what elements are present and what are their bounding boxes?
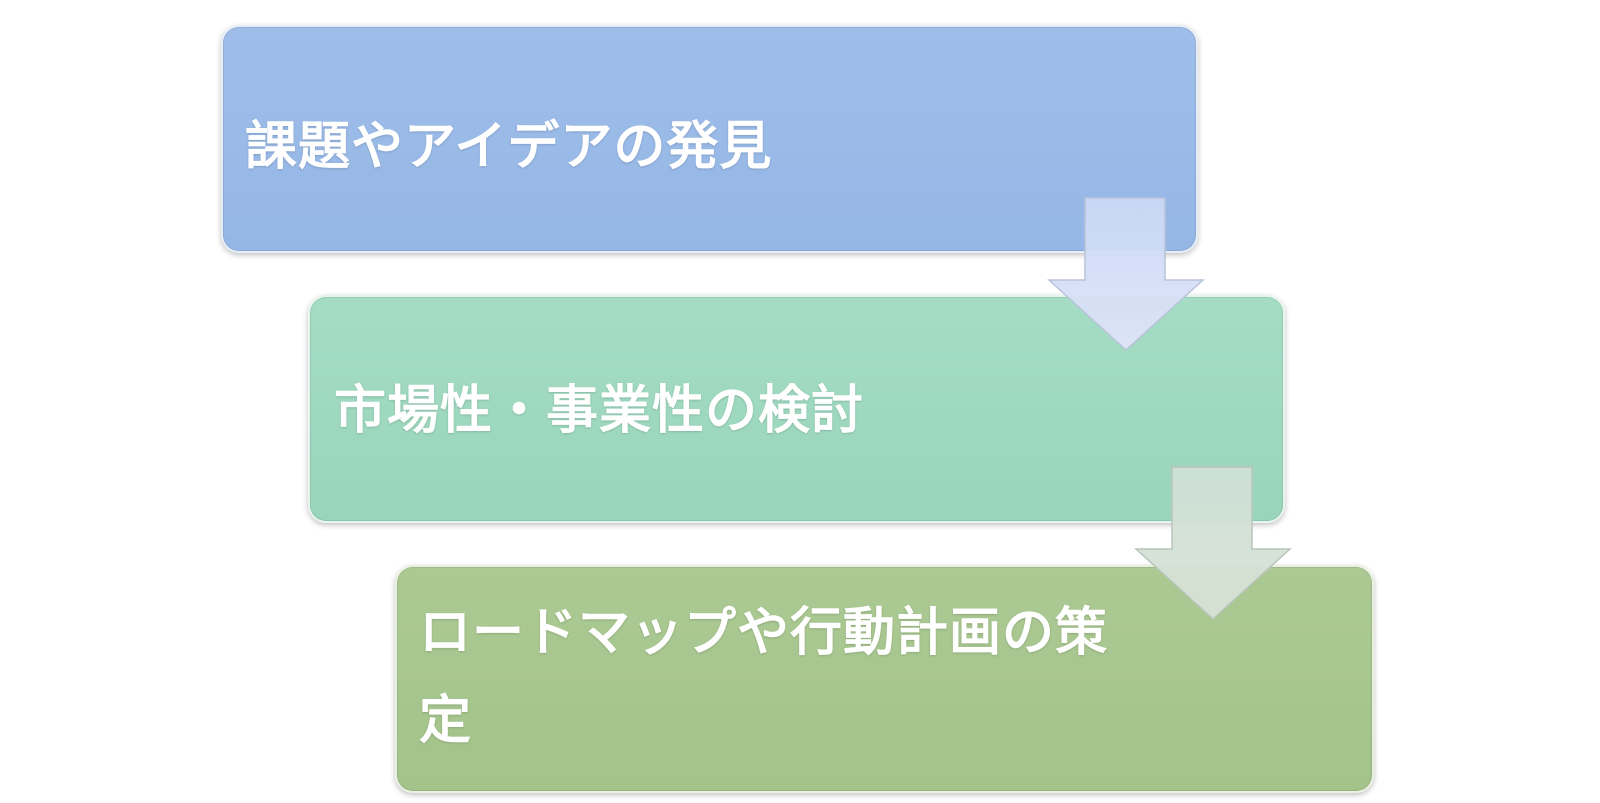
step-box-market-review: 市場性・事業性の検討: [308, 295, 1285, 523]
step-label: 市場性・事業性の検討: [334, 381, 865, 441]
arrow-down-icon: [1134, 466, 1292, 621]
step-label: 課題やアイデアの発見: [245, 117, 773, 177]
arrow-down-icon: [1047, 197, 1205, 352]
step-label: ロードマップや行動計画の策定: [419, 603, 1109, 751]
step-box-discovery: 課題やアイデアの発見: [221, 25, 1198, 253]
